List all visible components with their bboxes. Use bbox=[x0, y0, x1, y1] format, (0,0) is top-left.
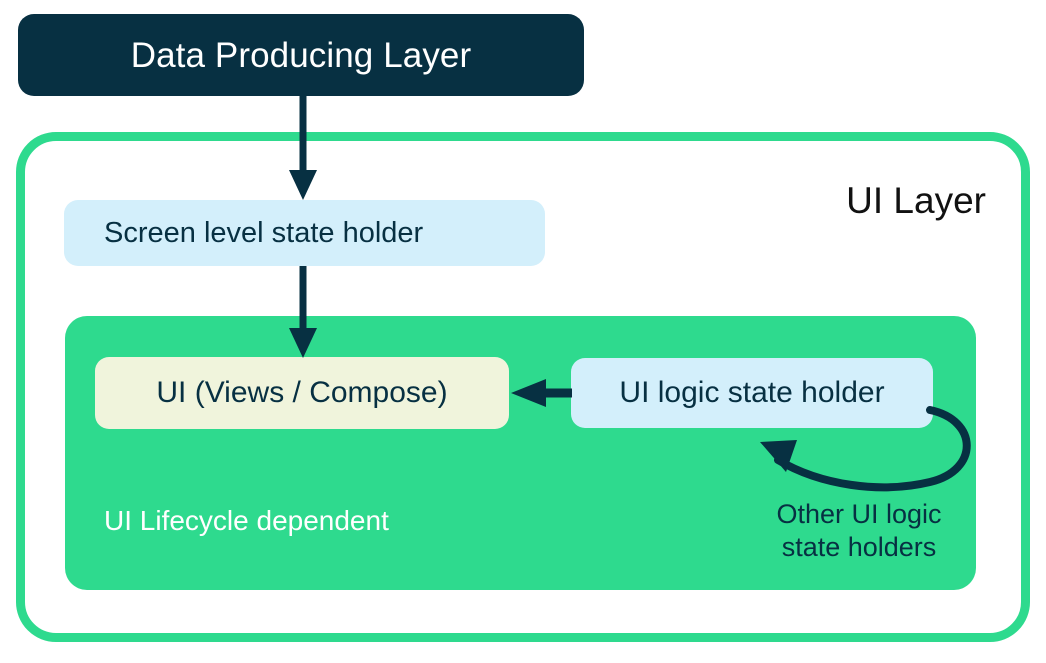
data-producing-layer-box: Data Producing Layer bbox=[18, 14, 584, 96]
ui-logic-state-holder-label: UI logic state holder bbox=[619, 376, 885, 409]
ui-layer-title: UI Layer bbox=[846, 180, 986, 221]
screen-level-state-holder-label: Screen level state holder bbox=[104, 216, 424, 249]
other-ui-logic-state-holders-line-2: state holders bbox=[781, 531, 937, 562]
ui-views-compose-box: UI (Views / Compose) bbox=[95, 357, 509, 429]
ui-layer-container bbox=[16, 132, 1030, 642]
ui-lifecycle-dependent-label: UI Lifecycle dependent bbox=[104, 505, 389, 536]
other-ui-logic-state-holders-line-1: Other UI logic bbox=[776, 499, 942, 529]
other-ui-logic-state-holders-caption: Other UI logic state holders bbox=[754, 498, 964, 564]
ui-views-compose-label: UI (Views / Compose) bbox=[156, 376, 448, 409]
data-producing-layer-label: Data Producing Layer bbox=[130, 35, 472, 75]
screen-level-state-holder-box: Screen level state holder bbox=[64, 200, 545, 266]
ui-logic-state-holder-box: UI logic state holder bbox=[571, 358, 933, 428]
